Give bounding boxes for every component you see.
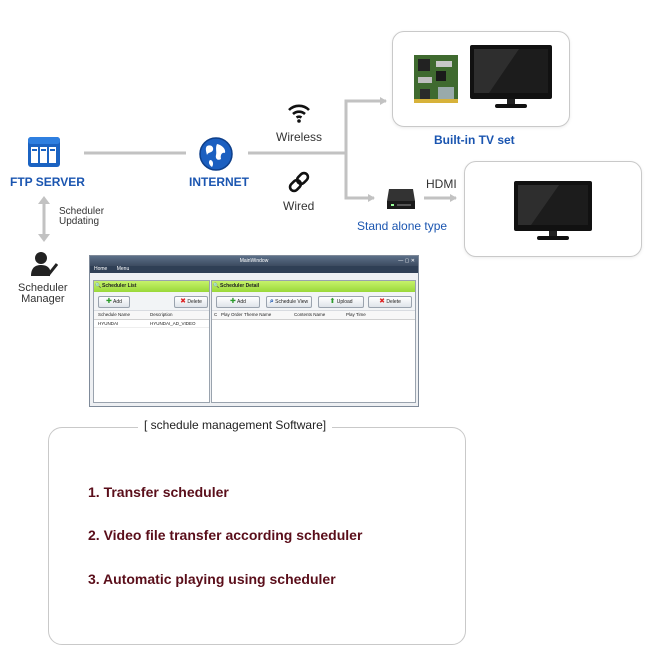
list-add-button[interactable]: ✚ Add [98, 296, 130, 308]
branch-to-tv-arrow [344, 97, 387, 153]
hdmi-label: HDMI [426, 177, 457, 191]
internet-label: INTERNET [189, 175, 249, 189]
detail-delete-button[interactable]: ✖ Delete [368, 296, 412, 308]
menu-menu[interactable]: Menu [116, 266, 130, 272]
detail-table-header: C Play Order Theme Name Contents Name Pl… [212, 311, 415, 320]
scheduler-list-title: Scheduler List [94, 281, 209, 292]
window-controls-icon[interactable]: — ▢ ✕ [398, 258, 415, 264]
window-menu: Home Menu [90, 266, 418, 273]
scheduler-updating-label: Scheduler Updating [59, 206, 105, 227]
branch-to-standalone-arrow [344, 153, 375, 202]
ftp-server-label: FTP SERVER [10, 175, 85, 189]
user-manager-icon [31, 252, 58, 277]
menu-home[interactable]: Home [94, 266, 108, 272]
steps-title: [ schedule management Software] [138, 418, 333, 432]
step-2: 2. Video file transfer according schedul… [88, 527, 363, 543]
internet-globe-icon [199, 137, 233, 171]
table-row[interactable]: HYUNDAI HYUNDAI_AD_VIDEO [94, 320, 209, 328]
tv-icon [470, 45, 552, 108]
ftp-server-icon [28, 137, 60, 167]
builtin-tv-label: Built-in TV set [434, 133, 515, 147]
wired-label: Wired [283, 199, 315, 213]
step-3: 3. Automatic playing using scheduler [88, 571, 336, 587]
list-delete-button[interactable]: ✖ Delete [174, 296, 208, 308]
detail-button-row: ✚ Add ⌕ Schedule View ⬆ Upload ✖ Delete [212, 292, 415, 311]
step-1: 1. Transfer scheduler [88, 484, 229, 500]
circuit-board-icon [414, 55, 458, 103]
standalone-tv-box [464, 161, 642, 257]
scheduler-list-panel: Scheduler List ✚ Add ✖ Delete Schedule N… [93, 280, 210, 403]
scheduler-detail-panel: Scheduler Detail ✚ Add ⌕ Schedule View ⬆… [211, 280, 416, 403]
builtin-tv-box [392, 31, 570, 127]
list-button-row: ✚ Add ✖ Delete [94, 292, 209, 311]
list-col-desc: Description [150, 312, 173, 317]
wifi-icon [288, 104, 310, 123]
software-window: MainWindow — ▢ ✕ Home Menu Scheduler Lis… [89, 255, 419, 407]
tv-icon [514, 181, 592, 240]
steps-box [48, 427, 466, 645]
window-title: MainWindow [239, 258, 269, 264]
detail-add-button[interactable]: ✚ Add [216, 296, 260, 308]
window-titlebar: MainWindow — ▢ ✕ [90, 256, 418, 266]
wireless-label: Wireless [276, 130, 323, 144]
set-top-box-icon [387, 189, 415, 209]
upload-button[interactable]: ⬆ Upload [318, 296, 364, 308]
scheduler-manager-label: Scheduler Manager [18, 282, 68, 305]
schedule-view-button[interactable]: ⌕ Schedule View [266, 296, 312, 308]
scheduler-detail-title: Scheduler Detail [212, 281, 415, 292]
link-chain-icon [288, 171, 310, 193]
list-col-name: Schedule Name [98, 312, 131, 317]
list-table-header: Schedule Name Description [94, 311, 209, 320]
standalone-label: Stand alone type [357, 219, 448, 233]
